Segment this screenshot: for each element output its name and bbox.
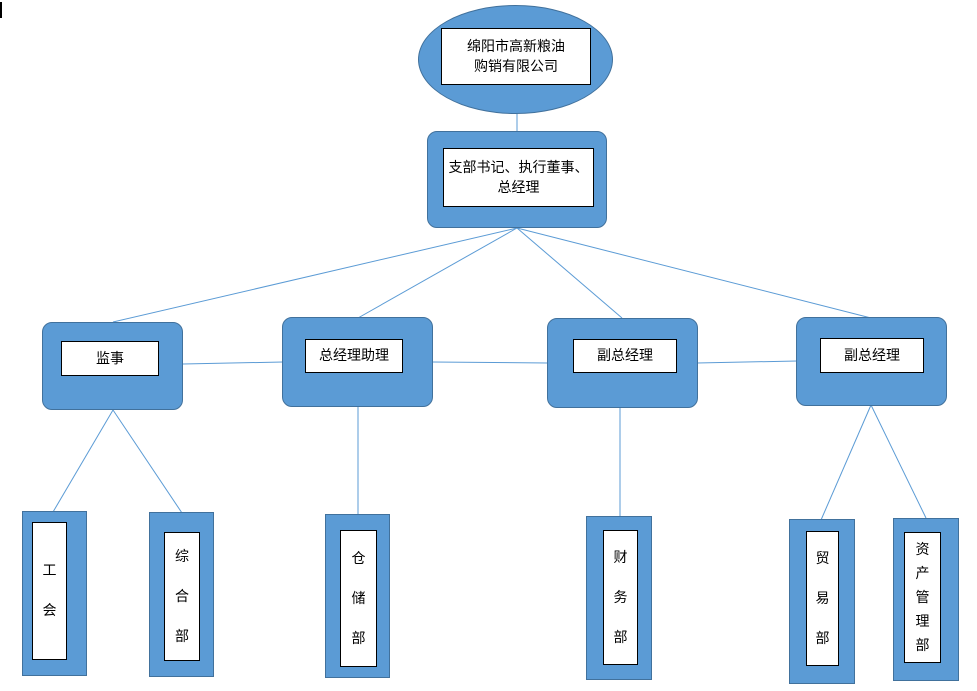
- line-deputy2-asset: [870, 404, 927, 519]
- chief-label: 支部书记、执行董事、 总经理: [443, 148, 594, 207]
- union-char-2: 会: [42, 603, 57, 619]
- assistant-gm-label: 总经理助理: [305, 339, 403, 373]
- company-label: 绵阳市高新粮油 购销有限公司: [441, 28, 591, 85]
- asset-char-1: 资: [915, 541, 930, 558]
- general-char-2: 合: [175, 588, 189, 605]
- storage-label: 仓 储 部: [340, 530, 377, 667]
- deputy-gm-1-label: 副总经理: [573, 339, 677, 373]
- line-supervisor-union: [52, 409, 114, 513]
- chief-label-line1: 支部书记、执行董事、: [448, 159, 589, 176]
- asset-char-5: 部: [915, 637, 930, 654]
- line-chief-deputy1: [516, 227, 623, 319]
- line-chief-deputy2: [516, 227, 872, 319]
- line-chief-supervisor: [112, 227, 518, 323]
- union-label: 工 会: [32, 522, 67, 660]
- storage-char-2: 储: [351, 590, 366, 607]
- finance-char-3: 部: [613, 629, 628, 646]
- line-supervisor-assistant: [182, 361, 284, 365]
- line-assistant-deputy1: [431, 361, 549, 364]
- finance-char-1: 财: [613, 549, 628, 566]
- line-supervisor-general: [112, 409, 183, 514]
- company-label-line1: 绵阳市高新粮油: [467, 38, 565, 55]
- line-deputy2-trade: [820, 404, 872, 521]
- general-char-1: 综: [175, 548, 189, 565]
- trade-char-2: 易: [815, 590, 830, 607]
- trade-char-3: 部: [815, 630, 830, 647]
- line-chief-assistant: [357, 227, 518, 319]
- line-deputy1-deputy2: [696, 360, 798, 364]
- storage-char-3: 部: [351, 630, 366, 647]
- trade-label: 贸 易 部: [806, 531, 839, 666]
- trade-char-1: 贸: [815, 550, 830, 567]
- deputy-gm-2-label: 副总经理: [820, 338, 924, 373]
- company-label-line2: 购销有限公司: [474, 58, 558, 75]
- asset-label: 资 产 管 理 部: [904, 532, 941, 663]
- general-label: 综 合 部: [164, 532, 200, 661]
- corner-mark: [0, 2, 2, 18]
- asset-char-3: 管: [915, 589, 930, 606]
- asset-char-2: 产: [915, 565, 930, 582]
- chief-label-line2: 总经理: [497, 179, 540, 196]
- asset-char-4: 理: [915, 613, 930, 630]
- union-char-1: 工: [42, 563, 57, 579]
- finance-label: 财 务 部: [603, 530, 638, 665]
- general-char-3: 部: [175, 628, 189, 645]
- storage-char-1: 仓: [351, 550, 366, 567]
- finance-char-2: 务: [613, 589, 628, 606]
- supervisor-label: 监事: [61, 341, 159, 376]
